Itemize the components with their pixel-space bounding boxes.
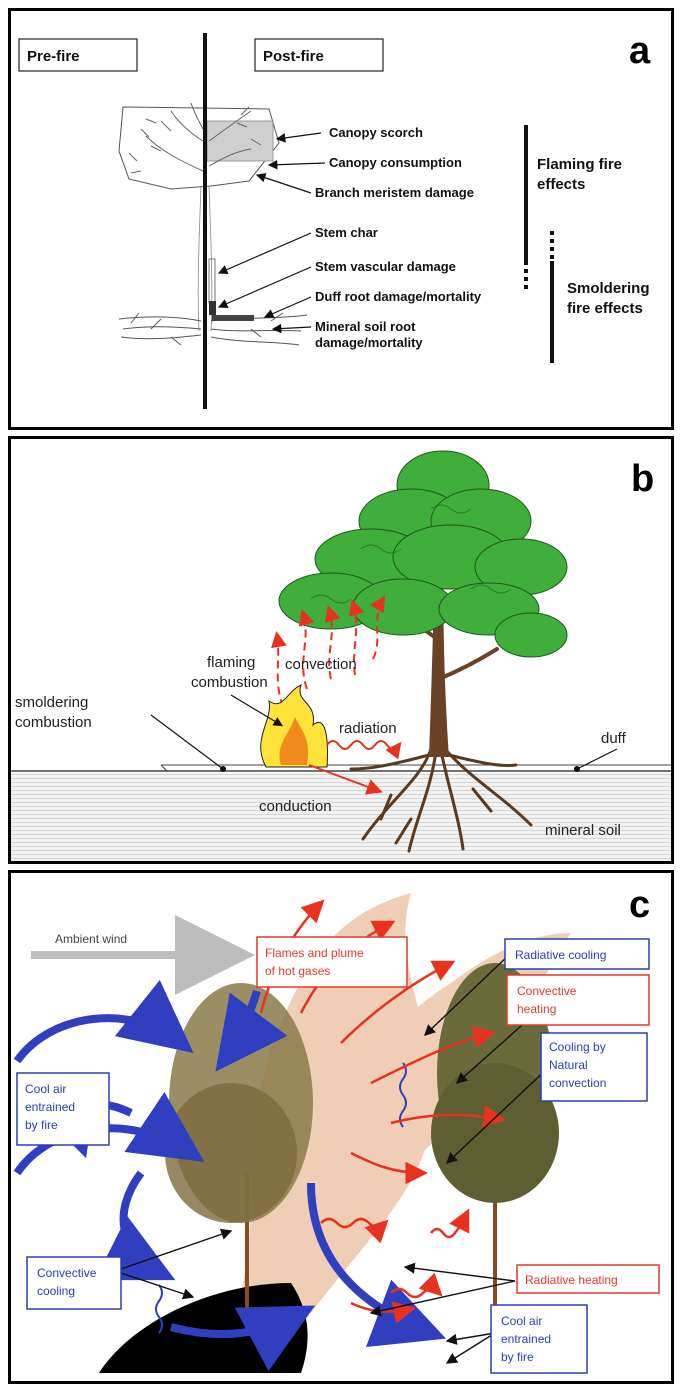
radiation-label: radiation — [339, 720, 397, 737]
canopy-scorch-label: Canopy scorch — [329, 125, 423, 140]
cooling-natural-label-2: Natural — [549, 1058, 588, 1072]
cooling-natural-box — [540, 1032, 648, 1102]
radiative-cooling-box — [504, 938, 650, 970]
stem-vascular-mark — [209, 301, 216, 315]
cool-air-left-label-1: Cool air — [25, 1082, 66, 1096]
radiation-arrow — [326, 740, 402, 760]
post-fire-box — [254, 38, 384, 72]
radiative-heating-label: Radiative heating — [525, 1273, 618, 1287]
ambient-wind-label: Ambient wind — [55, 932, 127, 946]
cool-air-right-box — [490, 1304, 588, 1374]
panel-a-letter: a — [629, 30, 651, 72]
convective-cooling-label-1: Convective — [37, 1266, 97, 1280]
flaming-label-1: flaming — [207, 654, 255, 671]
conduction-label: conduction — [259, 798, 332, 815]
panel-b-heat-transfer: b — [8, 436, 674, 864]
cool-air-right-label-1: Cool air — [501, 1314, 542, 1328]
flame-icon — [260, 684, 328, 768]
cool-air-right-label-3: by fire — [501, 1350, 534, 1364]
panel-a-fire-effects: Pre-fire Post-fire a — [8, 8, 674, 430]
post-fire-label: Post-fire — [263, 48, 324, 65]
convection-arrows — [271, 595, 386, 708]
cool-air-left-label-2: entrained — [25, 1100, 75, 1114]
pre-fire-label: Pre-fire — [27, 48, 80, 65]
panel-c-letter: c — [629, 884, 650, 926]
flames-plume-label-1: Flames and plume — [265, 946, 364, 960]
flaming-label-2: effects — [537, 176, 585, 193]
flaming-label-2: combustion — [191, 674, 268, 691]
panel-c-fire-plume: c Ambient wind — [8, 870, 674, 1384]
panel-b-letter: b — [631, 458, 654, 500]
radiative-cooling-label: Radiative cooling — [515, 948, 606, 962]
stem-char-label: Stem char — [315, 225, 378, 240]
panel-b-diagram: b — [11, 450, 671, 861]
branches — [128, 102, 262, 174]
tree-foliage — [278, 450, 568, 658]
convection-label: convection — [285, 656, 357, 673]
radiative-heating-box — [516, 1264, 660, 1294]
smoldering-label-1: Smoldering — [567, 280, 650, 297]
canopy-scorch-patch — [206, 120, 274, 162]
canopy-consumption-label: Canopy consumption — [329, 155, 462, 170]
panel-c-diagram: c Ambient wind — [13, 884, 660, 1374]
mineral-soil-layer — [11, 773, 671, 861]
smoldering-label-2: combustion — [15, 714, 92, 731]
mineral-soil-label-2: damage/mortality — [315, 335, 423, 350]
conduction-arrow — [308, 764, 383, 795]
pre-fire-box — [18, 38, 138, 72]
convective-heating-box — [506, 974, 650, 1026]
cool-air-right-label-2: entrained — [501, 1332, 551, 1346]
convective-heating-label-1: Convective — [517, 984, 577, 998]
convective-heating-label-2: heating — [517, 1002, 556, 1016]
smoldering-label-1: smoldering — [15, 694, 88, 711]
mineral-soil-label: mineral soil — [545, 822, 621, 839]
cooling-natural-label-1: Cooling by — [549, 1040, 606, 1054]
panel-a-diagram: Pre-fire Post-fire a — [18, 30, 651, 409]
duff-label: duff — [601, 730, 627, 747]
flames-plume-label-2: of hot gases — [265, 964, 330, 978]
cool-air-left-label-3: by fire — [25, 1118, 58, 1132]
cooling-natural-label-3: convection — [549, 1076, 606, 1090]
convective-cooling-label-2: cooling — [37, 1284, 75, 1298]
duff-root-label: Duff root damage/mortality — [315, 289, 482, 304]
roots — [118, 312, 308, 346]
convective-cooling-box — [26, 1256, 122, 1310]
stem-vascular-label: Stem vascular damage — [315, 259, 456, 274]
branch-meristem-label: Branch meristem damage — [315, 185, 474, 200]
mineral-soil-label-1: Mineral soil root — [315, 319, 416, 334]
flames-plume-box — [256, 936, 408, 988]
cool-air-left-box — [16, 1072, 110, 1146]
tree-roots — [349, 747, 533, 853]
smoldering-label-2: fire effects — [567, 300, 643, 317]
radiative-cooling-wave — [399, 1062, 407, 1128]
flaming-label-1: Flaming fire — [537, 156, 622, 173]
